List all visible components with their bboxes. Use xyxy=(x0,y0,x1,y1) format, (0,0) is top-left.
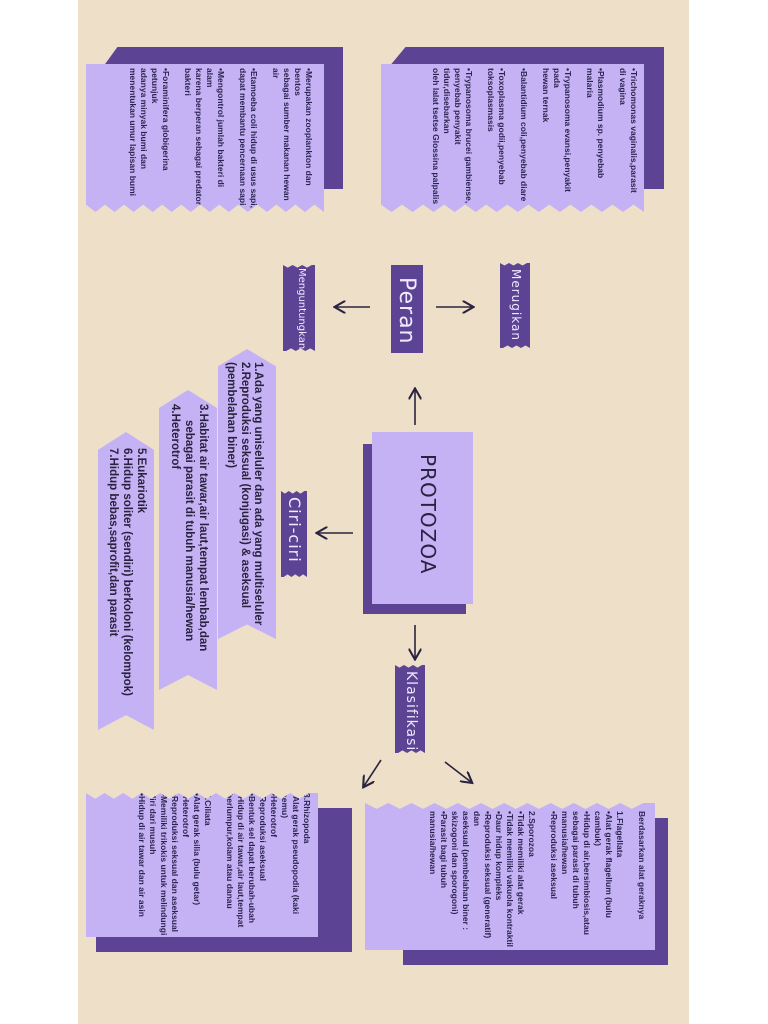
connector-arrows xyxy=(78,0,689,1024)
mind-map-poster: •Trichomonas vaginalis,parasit di vagina… xyxy=(78,0,689,1024)
klasifikasi-label: Klasifikasi xyxy=(395,665,425,753)
merugikan-notes-text: •Trichomonas vaginalis,parasit di vagina… xyxy=(431,68,639,205)
ciri-ribbon-1 xyxy=(218,349,276,639)
merugikan-label-text: Merugikan xyxy=(509,269,523,341)
ciri-ribbon-3 xyxy=(98,432,154,730)
central-title: PROTOZOA xyxy=(416,454,440,575)
ciri-item-2b: (pembelahan biner) xyxy=(225,362,237,469)
peran-label-text: Peran xyxy=(394,277,419,345)
klasifikasi-notes-1-text: Berdasarkan alat geraknya 1.Flagellata •… xyxy=(428,811,647,948)
ciri-item-1: 1.Ada yang uniseluler dan ada yang multi… xyxy=(252,362,264,626)
merugikan-label: Merugikan xyxy=(500,263,530,348)
ciri-item-3: 3.Habitat air tawar,air laut,tempat lemb… xyxy=(197,404,209,652)
ciri-ribbon-2 xyxy=(159,390,217,690)
ciri-item-4: 4.Heterotrof xyxy=(169,404,181,470)
peran-label: Peran xyxy=(391,265,423,353)
ciri-item-6: 6.Hidup soliter (sendiri) berkoloni (kel… xyxy=(121,448,133,696)
klasifikasi-label-text: Klasifikasi xyxy=(403,671,419,752)
menguntungkan-label-text: Menguntungkan xyxy=(296,268,307,350)
ciri-item-2: 2.Reproduksi seksual (konjugasi) & aseks… xyxy=(239,362,251,609)
menguntungkan-notes-panel: •Merupakan zooplankton dan bentos sebaga… xyxy=(86,64,324,212)
arrow-to-klasifikasi-notes-1 xyxy=(444,761,471,782)
klasifikasi-notes-2-panel: 3.Rhizopoda •Alat gerak pseudopodia (kak… xyxy=(86,793,318,937)
central-box: PROTOZOA xyxy=(372,432,473,604)
ciri-ciri-label: Ciri-ciri xyxy=(281,491,307,577)
ciri-item-3b: sebagai parasit di tubuh manusia/hewan xyxy=(183,420,195,642)
klasifikasi-notes-2-text: 3.Rhizopoda •Alat gerak pseudopodia (kak… xyxy=(137,793,312,936)
menguntungkan-notes-text: •Merupakan zooplankton dan bentos sebaga… xyxy=(128,68,314,208)
menguntungkan-label: Menguntungkan xyxy=(283,265,315,351)
merugikan-notes-panel: •Trichomonas vaginalis,parasit di vagina… xyxy=(381,64,644,212)
ciri-ciri-label-text: Ciri-ciri xyxy=(285,497,304,563)
ciri-item-5: 5.Eukariotik xyxy=(135,448,147,514)
arrow-to-klasifikasi-notes-2 xyxy=(364,759,382,786)
klasifikasi-notes-1-panel: Berdasarkan alat geraknya 1.Flagellata •… xyxy=(365,803,655,950)
ciri-item-7: 7.Hidup bebas,saprofit,dan parasit xyxy=(107,448,119,637)
